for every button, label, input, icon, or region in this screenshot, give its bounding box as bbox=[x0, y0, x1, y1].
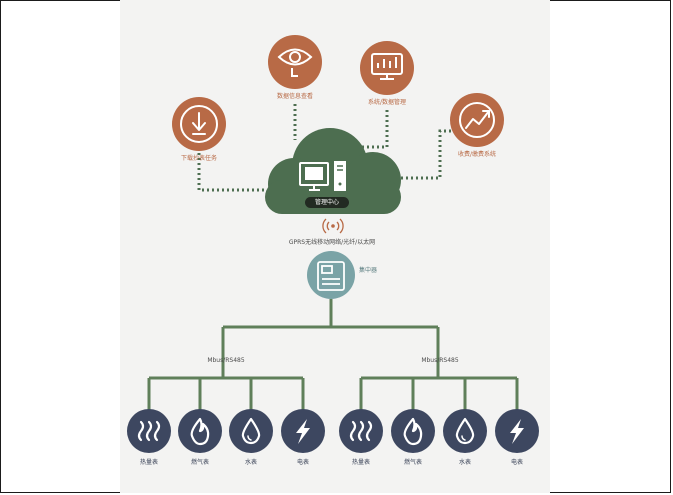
connector-billing bbox=[400, 129, 451, 180]
meter-label: 燃气表 bbox=[190, 459, 210, 466]
meter-label: 燃气表 bbox=[403, 459, 423, 466]
connector-system bbox=[352, 110, 389, 149]
function-label-billing: 收费/缴费系统 bbox=[457, 151, 497, 158]
lightning-icon bbox=[296, 419, 310, 444]
bus-label-right: Mbus/RS485 bbox=[421, 357, 459, 364]
flame-icon bbox=[190, 417, 210, 446]
meters bbox=[127, 409, 539, 453]
meter-label: 水表 bbox=[458, 459, 472, 466]
dotted-connectors bbox=[197, 104, 451, 192]
computer-icon bbox=[299, 161, 346, 191]
meter-label: 电表 bbox=[510, 459, 524, 466]
wireless-signal-icon bbox=[322, 218, 344, 234]
concentrator-node bbox=[307, 251, 355, 299]
function-download bbox=[172, 97, 226, 151]
meter-label: 电表 bbox=[296, 459, 310, 466]
bus-tree bbox=[147, 299, 519, 410]
connector-download bbox=[197, 148, 265, 192]
function-label-system: 系统/数据管理 bbox=[367, 99, 407, 106]
management-center-label: 管理中心 bbox=[314, 199, 340, 206]
management-center-cloud bbox=[265, 128, 401, 214]
network-label: GPRS无线移动网络/光纤/以太网 bbox=[288, 239, 376, 246]
meter-label: 热量表 bbox=[351, 459, 371, 466]
concentrator-label: 集中器 bbox=[359, 267, 378, 274]
function-label-data: 数据信息查看 bbox=[276, 93, 314, 100]
bus-label-left: Mbus/RS485 bbox=[207, 357, 245, 364]
heat-waves-icon bbox=[349, 420, 373, 442]
function-billing bbox=[450, 93, 504, 147]
download-icon bbox=[192, 112, 206, 135]
function-system bbox=[360, 41, 414, 95]
heat-waves-icon bbox=[137, 420, 161, 442]
water-drop-icon bbox=[455, 417, 475, 445]
trend-arrow-icon bbox=[465, 110, 490, 129]
concentrator-device-icon bbox=[317, 261, 345, 291]
flame-icon bbox=[403, 417, 423, 446]
meter-label: 水表 bbox=[244, 459, 258, 466]
function-label-download: 下载抄表任务 bbox=[180, 155, 218, 162]
eye-icon bbox=[277, 48, 313, 77]
function-data bbox=[268, 35, 322, 89]
meter-label: 热量表 bbox=[139, 459, 159, 466]
water-drop-icon bbox=[241, 417, 261, 445]
lightning-icon bbox=[510, 419, 524, 444]
monitor-chart-icon bbox=[371, 53, 403, 80]
